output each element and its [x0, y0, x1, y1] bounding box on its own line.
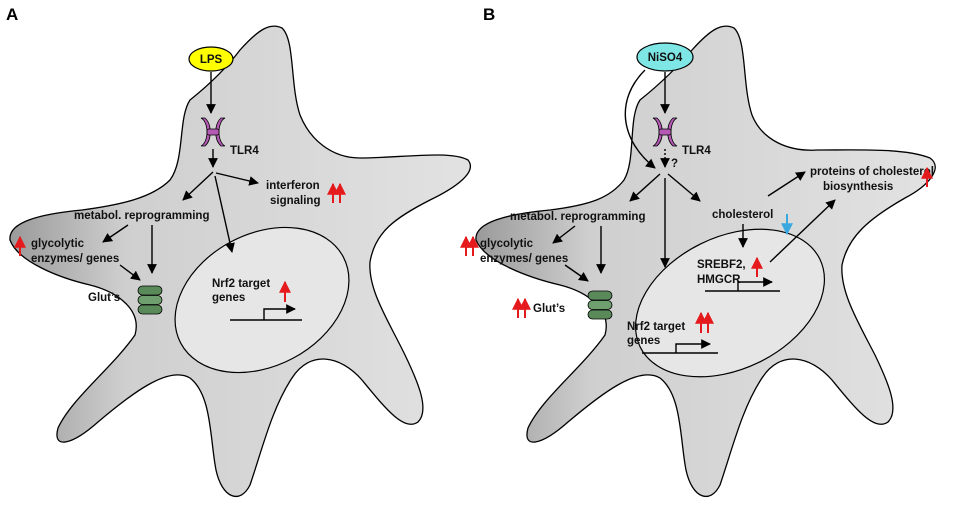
enzymes-label-a: enzymes/ genes — [31, 253, 119, 265]
nrf2-label-a-1: Nrf2 target — [212, 278, 270, 290]
arrow-to-metabol-a — [182, 171, 214, 201]
niso4-oval — [636, 42, 694, 72]
arrow-to-cholesterol — [667, 173, 701, 202]
interferon-label: interferon — [266, 180, 320, 192]
panel-a-letter: A — [6, 5, 18, 24]
arrow-to-metabol-b — [629, 173, 661, 202]
glut-transporter-a — [137, 285, 163, 315]
arrow-to-interferon-a — [215, 172, 259, 186]
metabol-label-a: metabol. reprogramming — [74, 210, 209, 222]
panel-a: A LPS TLR4 interferon signaling metabol.… — [6, 5, 471, 497]
panel-b-letter: B — [483, 5, 495, 24]
arrow-niso4-bypass — [624, 69, 656, 169]
glycolytic-label-b: glycolytic — [480, 238, 534, 250]
arrow-to-glycolytic-a — [102, 224, 129, 243]
arrow-to-glycolytic-b — [552, 225, 576, 244]
arrow-enzymes-glut-b — [564, 264, 589, 282]
arrow-srebf2-proteins — [769, 199, 836, 263]
nrf2-label-a-2: genes — [212, 292, 245, 304]
cholesterol-label: cholesterol — [712, 209, 773, 221]
signaling-label: signaling — [270, 195, 320, 207]
nucleus-b — [634, 228, 826, 378]
panel-b: B NiSO4 TLR4 ? metabol. reprogramming gl… — [460, 5, 936, 497]
proteins-label-1: proteins of cholesterol — [810, 166, 934, 178]
arrow-to-nrf2-a — [214, 175, 235, 253]
arrow-to-proteins — [767, 171, 806, 197]
glut-transporter-b — [587, 290, 613, 320]
enzymes-label-b: enzymes/ genes — [480, 253, 568, 265]
glycolytic-label-a: glycolytic — [31, 238, 85, 250]
metabol-label-b: metabol. reprogramming — [510, 211, 645, 223]
nucleus-a — [174, 226, 350, 374]
niso4-label: NiSO4 — [648, 52, 683, 64]
proteins-label-2: biosynthesis — [823, 181, 893, 193]
promoter-arrow-b1 — [737, 277, 773, 291]
tlr4-label-b: TLR4 — [682, 145, 711, 157]
nrf2-label-b-1: Nrf2 target — [627, 321, 685, 333]
question-mark: ? — [671, 158, 678, 170]
promoter-arrow-a — [263, 304, 296, 320]
promoter-arrow-b2 — [675, 339, 711, 353]
lps-oval — [188, 46, 234, 72]
glut-label-a: Glut’s — [88, 292, 120, 304]
srebf2-label: SREBF2, — [697, 259, 746, 271]
lps-label: LPS — [200, 54, 223, 66]
tlr4-label-a: TLR4 — [230, 145, 259, 157]
arrow-enzymes-glut-a — [119, 264, 141, 281]
nrf2-label-b-2: genes — [627, 335, 660, 347]
hmgcr-label: HMGCR — [697, 274, 741, 286]
glut-label-b: Glut’s — [533, 303, 565, 315]
